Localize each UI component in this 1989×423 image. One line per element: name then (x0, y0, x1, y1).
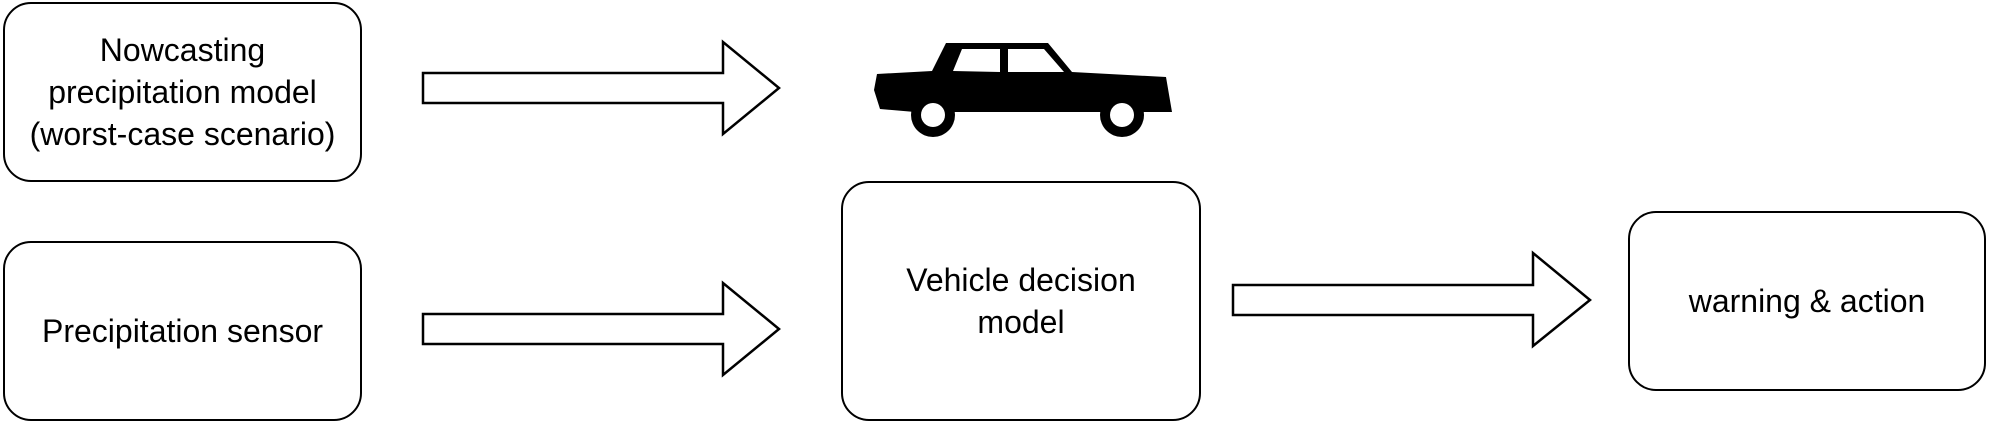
arrow-vehicle-to-warning (1231, 250, 1592, 349)
label-line: (worst-case scenario) (29, 116, 336, 152)
node-nowcasting-label: Nowcasting precipitation model (worst-ca… (30, 29, 336, 155)
car-hub-rear (921, 103, 945, 127)
node-sensor-label: Precipitation sensor (42, 310, 323, 352)
arrow-nowcasting-to-vehicle (421, 39, 781, 137)
node-precipitation-sensor: Precipitation sensor (3, 241, 362, 421)
node-vehicle-decision-model: Vehicle decision model (841, 181, 1201, 421)
label-line: Vehicle decision (906, 262, 1136, 298)
label-line: model (977, 304, 1065, 340)
node-warning-and-action: warning & action (1628, 211, 1986, 391)
car-icon (874, 43, 1172, 137)
label-line: precipitation model (48, 74, 317, 110)
node-vehicle-label: Vehicle decision model (906, 259, 1135, 343)
label-line: warning & action (1688, 283, 1926, 319)
label-line: Precipitation sensor (41, 313, 324, 349)
node-nowcasting-model: Nowcasting precipitation model (worst-ca… (3, 2, 362, 182)
car-hub-front (1110, 103, 1134, 127)
node-warning-label: warning & action (1689, 280, 1926, 322)
arrow-sensor-to-vehicle (421, 280, 781, 378)
car-body (874, 43, 1172, 112)
label-line: Nowcasting (99, 32, 266, 68)
